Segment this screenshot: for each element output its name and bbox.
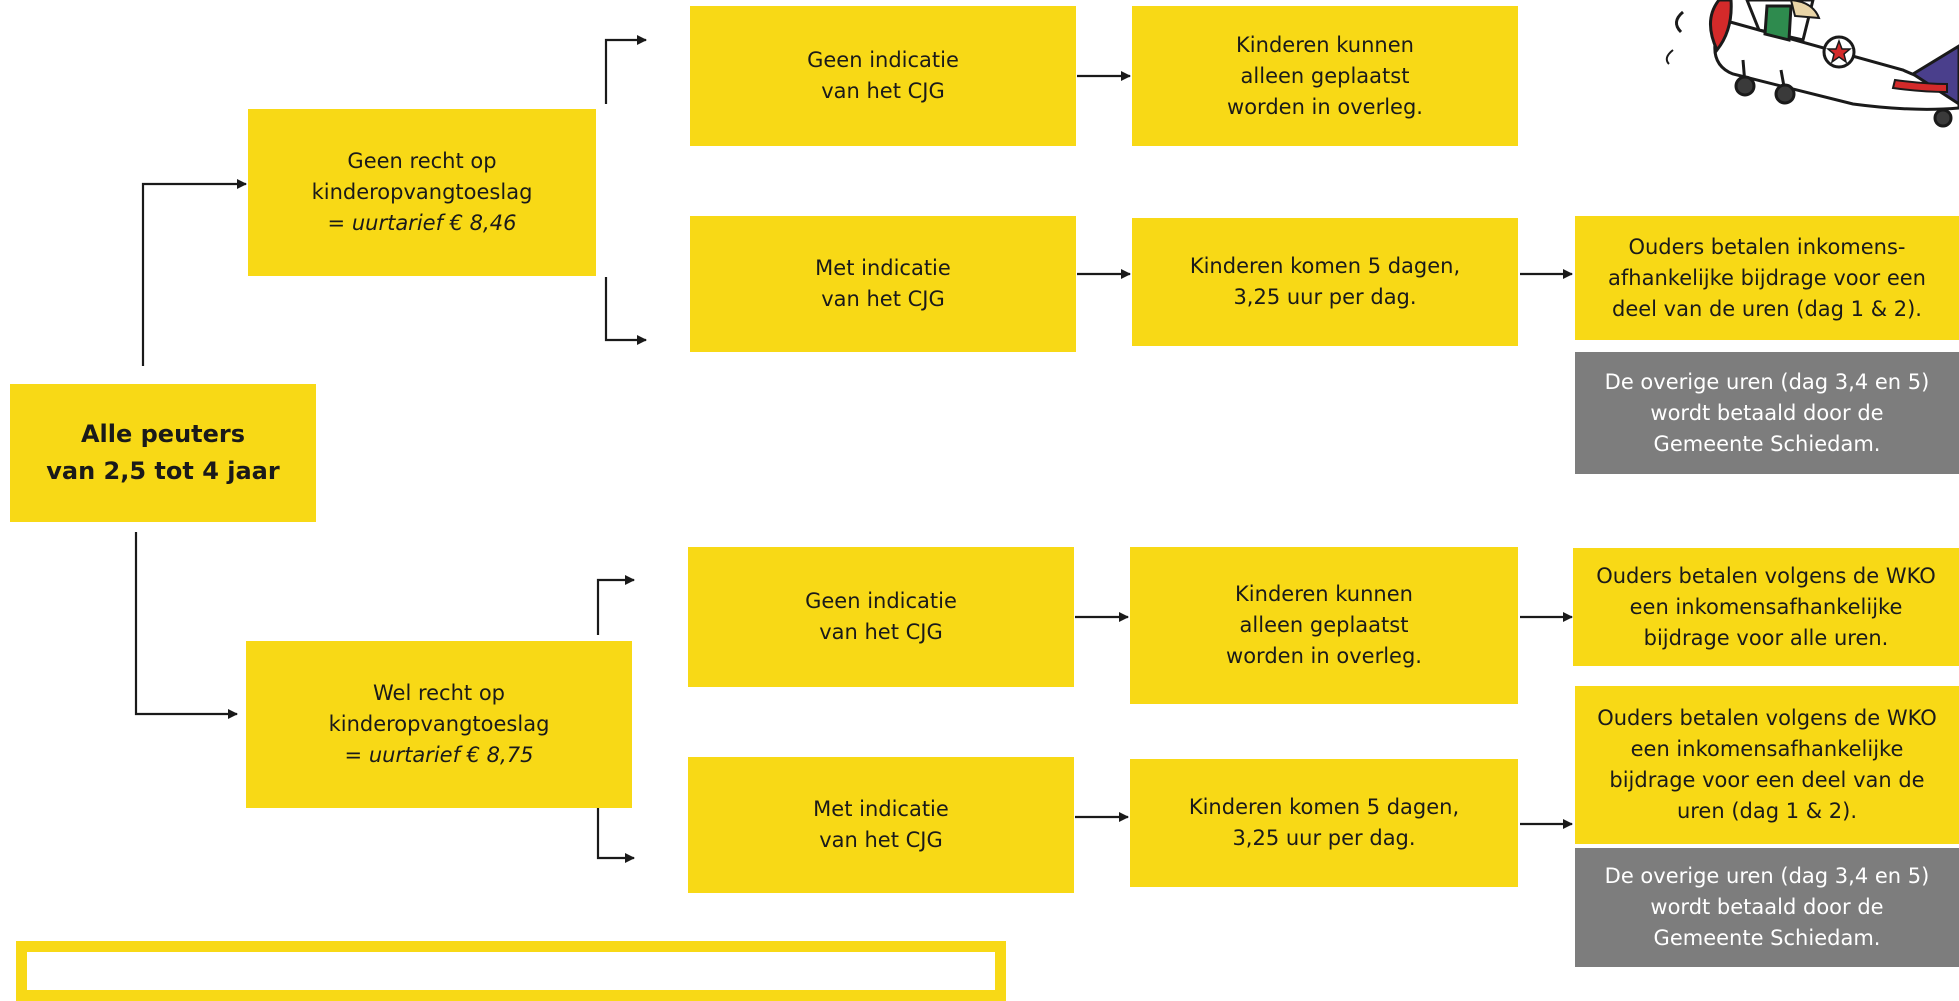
lower-no-indication-pay: Ouders betalen volgens de WKO een inkome… xyxy=(1573,548,1959,666)
lower-no-pay-line2: een inkomensafhankelijke xyxy=(1629,594,1903,619)
lower-municipality-pays: De overige uren (dag 3,4 en 5) wordt bet… xyxy=(1575,848,1959,967)
lower-municipality-line1: De overige uren (dag 3,4 en 5) xyxy=(1604,864,1930,888)
branch-no-rate-line: = uurtarief € 8,46 xyxy=(328,208,517,239)
lower-no-indication-result: Kinderen kunnen alleen geplaatst worden … xyxy=(1130,547,1518,704)
upper-with-result-line2: 3,25 uur per dag. xyxy=(1233,285,1417,309)
branch-allowance: Wel recht op kinderopvangtoeslag = uurta… xyxy=(246,641,632,808)
upper-municipality-pays: De overige uren (dag 3,4 en 5) wordt bet… xyxy=(1575,352,1959,474)
branch-yes-rate-prefix: = xyxy=(344,743,369,767)
upper-with-result-line1: Kinderen komen 5 dagen, xyxy=(1189,254,1461,278)
upper-no-indication-line1: Geen indicatie xyxy=(807,48,959,72)
branch-yes-line2: kinderopvangtoeslag xyxy=(328,712,550,736)
lower-with-indication-line1: Met indicatie xyxy=(813,797,949,821)
upper-municipality-line2: wordt betaald door de xyxy=(1650,400,1884,425)
upper-no-indication-result: Kinderen kunnen alleen geplaatst worden … xyxy=(1132,6,1518,146)
upper-parents-pay-line3: deel van de uren (dag 1 & 2). xyxy=(1612,296,1922,321)
branch-yes-line1: Wel recht op xyxy=(373,681,505,705)
connector-arrows xyxy=(134,35,1573,863)
lower-with-result-line2: 3,25 uur per dag. xyxy=(1232,826,1416,850)
branch-no-line2: kinderopvangtoeslag xyxy=(311,180,533,204)
lower-no-result-line1: Kinderen kunnen xyxy=(1235,582,1413,606)
start-node: Alle peuters van 2,5 tot 4 jaar xyxy=(10,384,316,522)
upper-with-indication-line1: Met indicatie xyxy=(815,256,951,280)
branch-yes-rate-line: = uurtarief € 8,75 xyxy=(345,740,534,771)
start-line2: van 2,5 tot 4 jaar xyxy=(46,457,280,485)
lower-no-result-line3: worden in overleg. xyxy=(1226,644,1422,668)
airplane-illustration xyxy=(1665,0,1959,128)
lower-no-pay-line1: Ouders betalen volgens de WKO xyxy=(1596,563,1936,588)
upper-municipality-line1: De overige uren (dag 3,4 en 5) xyxy=(1604,369,1930,394)
lower-no-indication-line2: van het CJG xyxy=(819,620,943,644)
lower-parents-pay-line4: uren (dag 1 & 2). xyxy=(1676,799,1858,823)
upper-parents-pay-line1: Ouders betalen inkomens- xyxy=(1628,234,1906,259)
lower-parents-pay: Ouders betalen volgens de WKO een inkome… xyxy=(1575,686,1959,844)
lower-municipality-line3: Gemeente Schiedam. xyxy=(1653,926,1881,950)
lower-parents-pay-line2: een inkomensafhankelijke xyxy=(1630,737,1904,761)
lower-no-pay-line3: bijdrage voor alle uren. xyxy=(1643,625,1889,650)
lower-with-indication-line2: van het CJG xyxy=(819,828,943,852)
upper-no-indication: Geen indicatie van het CJG xyxy=(690,6,1076,146)
lower-with-indication-result: Kinderen komen 5 dagen, 3,25 uur per dag… xyxy=(1130,759,1518,887)
start-line1: Alle peuters xyxy=(80,420,246,448)
upper-with-indication-line2: van het CJG xyxy=(821,287,945,311)
branch-no-rate-prefix: = xyxy=(327,211,352,235)
upper-municipality-line3: Gemeente Schiedam. xyxy=(1653,431,1881,456)
upper-with-indication: Met indicatie van het CJG xyxy=(690,216,1076,352)
upper-no-result-line1: Kinderen kunnen xyxy=(1236,32,1414,57)
lower-parents-pay-line1: Ouders betalen volgens de WKO xyxy=(1597,706,1937,730)
lower-no-result-line2: alleen geplaatst xyxy=(1239,613,1409,637)
lower-municipality-line2: wordt betaald door de xyxy=(1650,895,1884,919)
lower-with-indication: Met indicatie van het CJG xyxy=(688,757,1074,893)
upper-parents-pay-line2: afhankelijke bijdrage voor een xyxy=(1608,265,1926,290)
lower-no-indication-line1: Geen indicatie xyxy=(805,589,957,613)
upper-with-indication-result: Kinderen komen 5 dagen, 3,25 uur per dag… xyxy=(1132,218,1518,346)
upper-no-result-line2: alleen geplaatst xyxy=(1240,63,1410,88)
branch-no-line1: Geen recht op xyxy=(347,149,497,173)
lower-with-result-line1: Kinderen komen 5 dagen, xyxy=(1188,795,1460,819)
branch-yes-rate: uurtarief € 8,75 xyxy=(368,743,534,767)
lower-parents-pay-line3: bijdrage voor een deel van de xyxy=(1609,768,1925,792)
branch-no-allowance: Geen recht op kinderopvangtoeslag = uurt… xyxy=(248,109,596,276)
upper-no-result-line3: worden in overleg. xyxy=(1227,94,1423,119)
upper-no-indication-line2: van het CJG xyxy=(821,79,945,103)
legend-frame xyxy=(16,941,1006,1001)
lower-no-indication: Geen indicatie van het CJG xyxy=(688,547,1074,687)
branch-no-rate: uurtarief € 8,46 xyxy=(351,211,517,235)
upper-parents-pay: Ouders betalen inkomens- afhankelijke bi… xyxy=(1575,216,1959,340)
